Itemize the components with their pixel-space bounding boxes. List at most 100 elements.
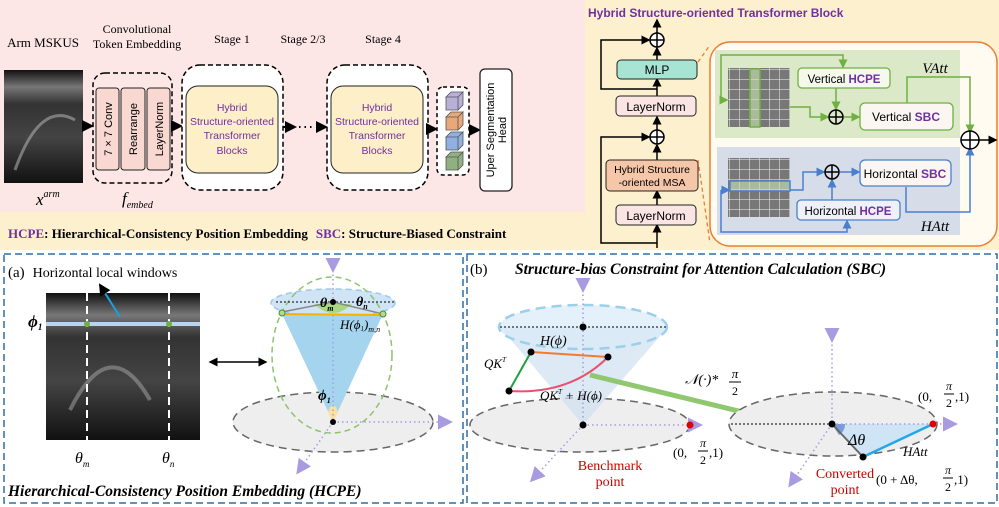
svg-text:Blocks: Blocks [217, 145, 248, 157]
converted-target-point [929, 420, 937, 428]
feature-cube [445, 131, 464, 151]
vertical-sbc-label: Vertical SBC [872, 110, 940, 124]
theta-n-label: θn [162, 450, 175, 469]
horizontal-add [824, 164, 840, 180]
hatt-label: HAtt [902, 444, 928, 459]
benchmark-point [686, 421, 694, 429]
svg-text:Transformer: Transformer [204, 130, 261, 142]
cone [282, 314, 383, 422]
svg-text:π: π [700, 436, 707, 450]
vertical-add [828, 109, 844, 125]
msa-box [605, 159, 699, 192]
svg-text:(0 + Δθ,: (0 + Δθ, [876, 472, 918, 487]
vertical-hcpe-label: Vertical HCPE [808, 74, 881, 86]
op-conv: 7 × 7 Conv [103, 102, 115, 156]
panel-b-tag: (b) [470, 262, 488, 278]
phi-label: ϕ1 [28, 312, 42, 332]
panel-a-caption: Hierarchical-Consistency Position Embedd… [7, 483, 362, 500]
svg-text:π: π [945, 463, 952, 477]
layernorm-bottom-label: LayerNorm [626, 209, 685, 223]
svg-text:(0,: (0, [918, 389, 932, 404]
cone-phi-label: ϕ1 [318, 388, 331, 405]
hatt-label: HAtt [920, 219, 950, 235]
op-rearrange: Rearrange [128, 103, 140, 155]
normalize-pi: π [732, 366, 739, 381]
svg-text:,1): ,1) [954, 472, 968, 487]
block-title: Hybrid Structure-oriented Transformer Bl… [588, 6, 844, 20]
layernorm-bottom-box [615, 204, 697, 226]
panel-b: (b) Structure-bias Constraint for Attent… [466, 253, 998, 504]
stage-23-label: Stage 2/3 [281, 32, 326, 46]
msa-label: Hybrid Structure [614, 164, 690, 176]
vertical-hcpe-box [797, 67, 891, 89]
svg-text:Transformer: Transformer [349, 130, 406, 142]
svg-text:2: 2 [700, 453, 706, 467]
stage-4-box: Hybrid Structure-oriented Transformer Bl… [326, 64, 429, 191]
op-layernorm: LayerNorm [154, 102, 166, 156]
converted-coord: (0 + Δθ, π 2 ,1) [876, 463, 968, 494]
theta-m-angle: θm [320, 296, 334, 313]
svg-text:Blocks: Blocks [362, 145, 393, 157]
benchmark-coord: (0, π 2 ,1) [673, 436, 723, 467]
residual-add-bottom [649, 129, 665, 145]
svg-text:2: 2 [946, 396, 952, 410]
panel-a-header: (a)Horizontal local windows [8, 265, 177, 281]
legend-background [0, 212, 585, 250]
h-phi-label: H(ϕ) [539, 334, 567, 349]
overview-pipeline: Arm MSKUS xarm Convolutional Token Embed… [4, 22, 513, 241]
svg-text:Hybrid: Hybrid [362, 102, 393, 114]
svg-text:Structure-oriented: Structure-oriented [190, 116, 274, 128]
panel-a-ultrasound [46, 293, 200, 440]
msa-label-2: -oriented MSA [618, 177, 685, 189]
theta-n-angle: θn [356, 295, 368, 311]
residual-add-top [649, 32, 665, 48]
theta-m-label: θm [75, 450, 90, 469]
horizontal-hcpe-box [796, 199, 901, 221]
panel-b-title: Structure-bias Constraint for Attention … [515, 261, 886, 278]
normalize-two: 2 [732, 384, 738, 398]
feature-cubes [445, 91, 464, 171]
delta-theta-label: Δθ [847, 432, 865, 449]
svg-text:Hybrid: Hybrid [217, 102, 248, 114]
qkt-label: QKT [484, 356, 507, 371]
layernorm-top-box [615, 95, 697, 117]
input-label: Arm MSKUS [7, 35, 79, 50]
feature-cube [445, 151, 464, 171]
svg-text:π: π [946, 379, 953, 393]
qkt-sum-label: QKT + H(ϕ) [540, 388, 602, 403]
svg-text:(0,: (0, [673, 445, 687, 460]
feature-cube [445, 91, 464, 111]
panel-a: (a)Horizontal local windows ϕ1 θm θn θm … [3, 253, 464, 504]
svg-text:Structure-oriented: Structure-oriented [335, 116, 419, 128]
stage-4-label: Stage 4 [365, 32, 401, 46]
h-phi-label: H(ϕ1)m,n [339, 317, 380, 334]
feature-cube [445, 111, 464, 131]
input-symbol: xarm [35, 189, 60, 209]
horizontal-hcpe-label: Horizontal HCPE [805, 206, 892, 218]
embedding-symbol: fembed [122, 189, 154, 211]
svg-text:,1): ,1) [955, 389, 969, 404]
vertical-sbc-box [859, 102, 954, 131]
head-label: Uper SegmentationHead [485, 83, 509, 178]
legend: HCPE: Hierarchical-Consistency Position … [8, 226, 507, 241]
embedding-ops: 7 × 7 Conv Rearrange LayerNorm [95, 87, 171, 171]
mlp-box [616, 59, 698, 80]
mlp-label: MLP [645, 63, 670, 77]
horizontal-sbc-box [859, 159, 952, 187]
vatt-label: VAtt [922, 61, 948, 77]
stage-1-box: Hybrid Structure-oriented Transformer Bl… [181, 64, 284, 191]
output-add [960, 130, 980, 150]
sphere-outline [271, 276, 393, 434]
transformer-block: Hybrid Structure-oriented Transformer Bl… [588, 6, 998, 248]
svg-text:,1): ,1) [709, 445, 723, 460]
horizontal-sbc-label: Horizontal SBC [864, 167, 947, 181]
embedding-title: Convolutional [103, 22, 172, 36]
layernorm-top-label: LayerNorm [626, 100, 685, 114]
embedding-title-2: Token Embedding [93, 37, 181, 51]
svg-text:2: 2 [945, 480, 951, 494]
stage-1-label: Stage 1 [214, 32, 250, 46]
target-coord: (0, π 2 ,1) [918, 379, 969, 410]
